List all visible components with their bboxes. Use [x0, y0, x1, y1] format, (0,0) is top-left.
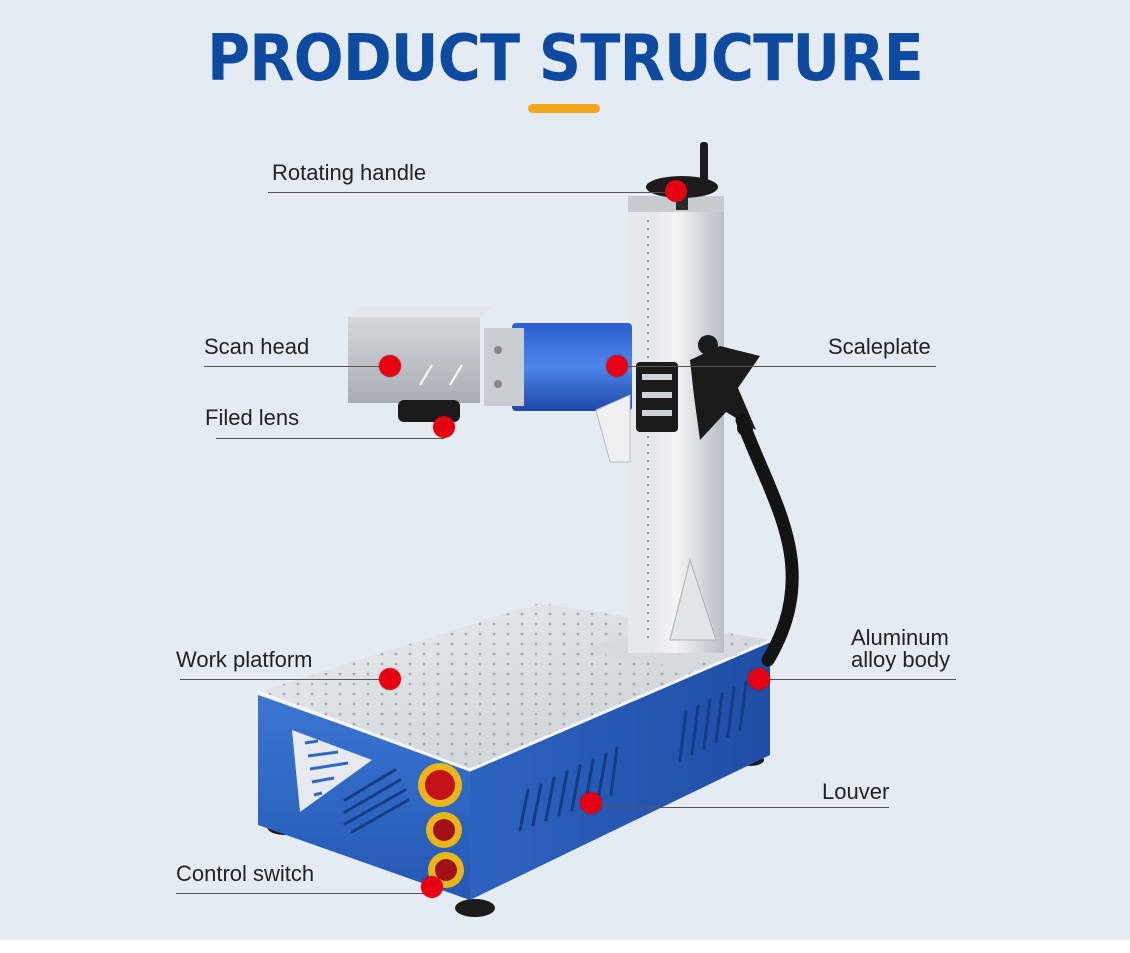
label-control-switch: Control switch [176, 861, 315, 886]
callout-line-work-platform [180, 679, 390, 680]
label-rotating-handle: Rotating handle [272, 160, 427, 185]
base-right [470, 640, 770, 900]
fiber-cable [735, 413, 799, 667]
marker-filed-lens [433, 416, 455, 438]
callout-line-filed-lens [216, 438, 444, 439]
marker-scaleplate [606, 355, 628, 377]
marker-control-switch [421, 876, 443, 898]
callout-line-louver [591, 807, 889, 808]
callout-line-control-switch [176, 893, 432, 894]
marker-aluminum [748, 668, 770, 690]
laser-arm [512, 323, 632, 411]
scan-head [348, 317, 480, 403]
callout-line-rotating-handle [268, 192, 676, 193]
label-scan-head: Scan head [204, 334, 310, 359]
front-louver-slots [343, 768, 410, 834]
callout-line-scaleplate [617, 366, 936, 367]
label-louver: Louver [822, 779, 890, 804]
title-accent-bar [528, 104, 600, 113]
foot [455, 899, 495, 917]
label-work-platform: Work platform [176, 647, 313, 672]
marker-work-platform [379, 668, 401, 690]
label-aluminum-line2: alloy body [851, 647, 951, 672]
callout-line-scan-head [204, 366, 390, 367]
marker-louver [580, 792, 602, 814]
callout-line-aluminum [759, 679, 956, 680]
marker-scan-head [379, 355, 401, 377]
label-filed-lens: Filed lens [205, 405, 300, 430]
louver-panel [292, 730, 372, 812]
page-title: PRODUCT STRUCTURE [207, 22, 924, 96]
side-louver-slots [518, 680, 748, 832]
label-aluminum-line1: Aluminum [851, 625, 949, 650]
marker-rotating-handle [665, 180, 687, 202]
label-scaleplate: Scaleplate [828, 334, 931, 359]
control-buttons [418, 763, 464, 888]
